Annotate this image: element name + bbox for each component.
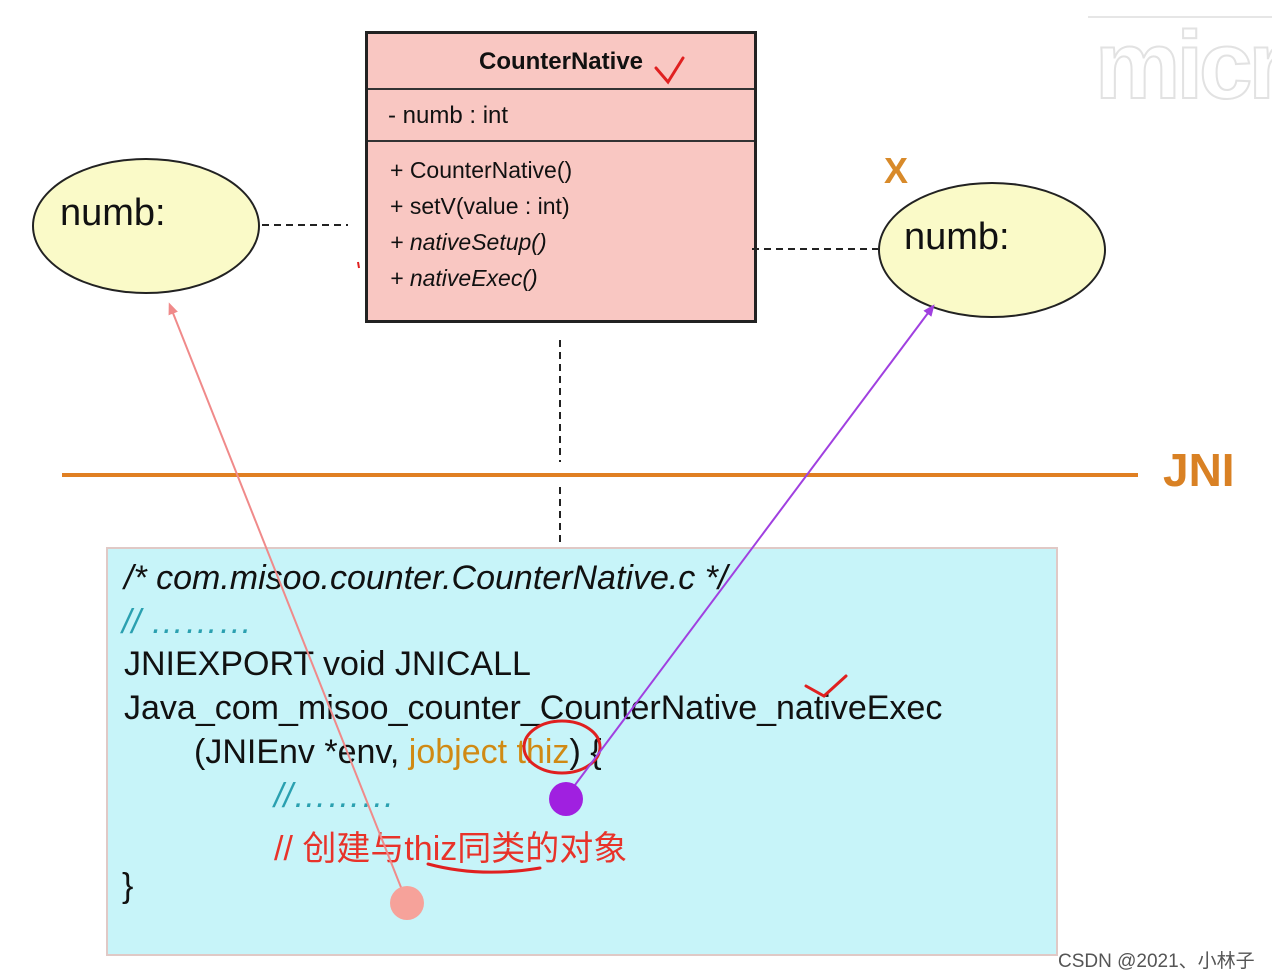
code-comment-3-suffix: 同类的对象 [457,830,628,868]
cross-mark: X [884,150,909,191]
class-name: CounterNative [368,34,754,90]
code-params-prefix: (JNIEnv *env, [194,733,409,771]
code-close-brace: } [122,867,134,905]
code-function-name: Java_com_misoo_counter_CounterNative_nat… [124,689,943,727]
code-param-thiz: thiz [516,733,570,771]
watermark-rule [1088,16,1272,18]
method-nativesetup: + nativeSetup() [390,229,547,255]
code-comment-3: // 创建与thiz同类的对象 [274,821,627,870]
object-right-label: numb: [904,216,1010,258]
method-nativeexec: + nativeExec() [390,265,538,291]
code-params-line: (JNIEnv *env, jobject thiz) { [194,733,602,772]
code-comment-2: //……… [274,777,395,815]
tiny-red-mark [357,261,360,269]
uml-class-box: CounterNative - numb : int + CounterNati… [365,31,757,323]
code-panel: /* com.misoo.counter.CounterNative.c */ … [106,547,1058,956]
class-methods: + CounterNative() + setV(value : int) + … [390,152,572,296]
jni-boundary-label: JNI [1163,444,1235,496]
object-ellipse-right: numb: [878,182,1106,318]
object-ellipse-left: numb: [32,158,260,294]
class-attribute: - numb : int [368,90,754,142]
code-file-comment: /* com.misoo.counter.CounterNative.c */ [124,559,728,597]
code-param-type: jobject [408,733,508,771]
watermark-logo: micr [1094,12,1272,119]
object-left-label: numb: [60,192,166,234]
code-params-suffix: ) { [569,733,602,771]
code-export-line: JNIEXPORT void JNICALL [124,645,531,683]
method-constructor: + CounterNative() [390,157,573,183]
footer-credit: CSDN @2021、小林子 [1058,951,1255,972]
method-setv: + setV(value : int) [390,193,570,219]
code-comment-3-prefix: // 创建与 [274,830,405,868]
code-comment-3-thiz: thiz [404,830,458,868]
code-comment-1: // ……… [122,603,253,641]
